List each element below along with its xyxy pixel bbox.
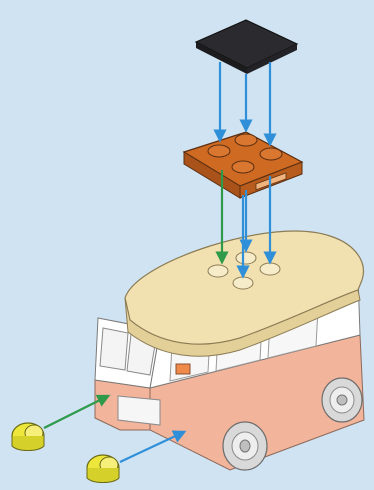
front-wheel — [223, 422, 267, 470]
dark-tile — [196, 20, 297, 74]
orange-plate — [184, 132, 302, 198]
yellow-round-plate-2 — [87, 455, 119, 483]
rear-wheel — [322, 378, 362, 422]
yellow-round-plate-1 — [12, 423, 44, 451]
